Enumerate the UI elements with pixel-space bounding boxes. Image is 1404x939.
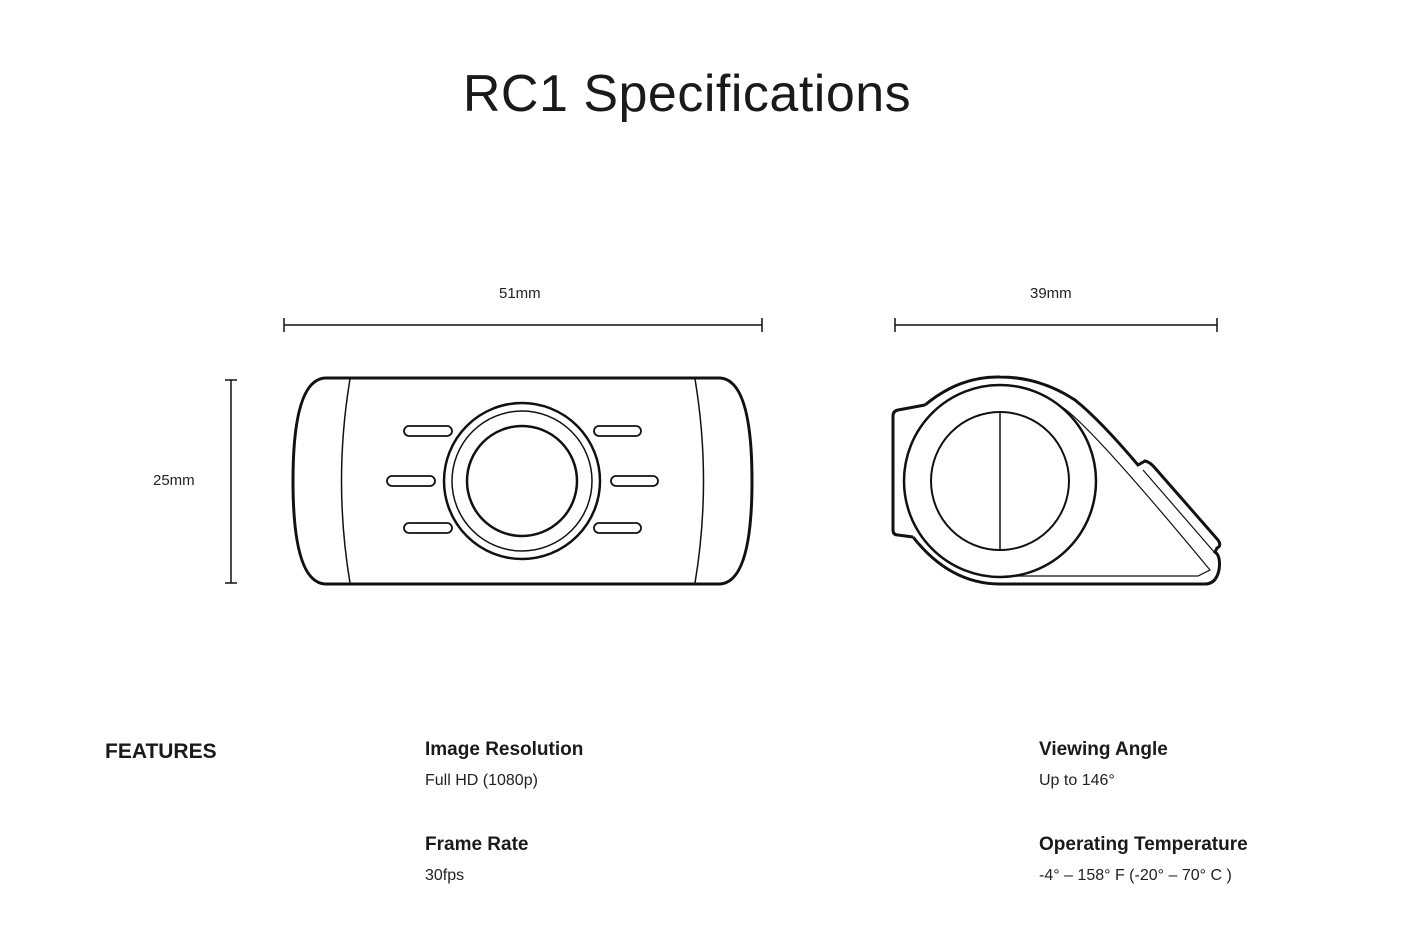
feature-value: 30fps: [425, 867, 465, 884]
feature-value: Up to 146°: [1039, 772, 1115, 789]
dimension-line-side-width: [894, 318, 1218, 332]
camera-side-view: [891, 375, 1222, 586]
feature-operating-temperature: Operating Temperature -4° – 158° F (-20°…: [1039, 834, 1248, 885]
feature-viewing-angle: Viewing Angle Up to 146°: [1039, 739, 1168, 790]
feature-value: -4° – 158° F (-20° – 70° C ): [1039, 867, 1232, 884]
feature-frame-rate: Frame Rate 30fps: [425, 834, 529, 885]
feature-label: Image Resolution: [425, 739, 584, 760]
page-title: RC1 Specifications: [462, 65, 912, 123]
camera-front-view: [291, 376, 754, 586]
feature-label: Frame Rate: [425, 834, 529, 855]
dimension-line-front-height: [225, 379, 237, 584]
feature-label: Operating Temperature: [1039, 834, 1248, 855]
feature-image-resolution: Image Resolution Full HD (1080p): [425, 739, 583, 790]
features-heading: FEATURES: [105, 740, 217, 763]
feature-label: Viewing Angle: [1039, 739, 1168, 760]
dimension-label-front-width: 51mm: [499, 285, 541, 302]
dimension-line-front-width: [283, 318, 763, 332]
dimension-label-front-height: 25mm: [153, 472, 195, 489]
dimension-label-side-width: 39mm: [1030, 285, 1072, 302]
feature-value: Full HD (1080p): [425, 772, 538, 789]
